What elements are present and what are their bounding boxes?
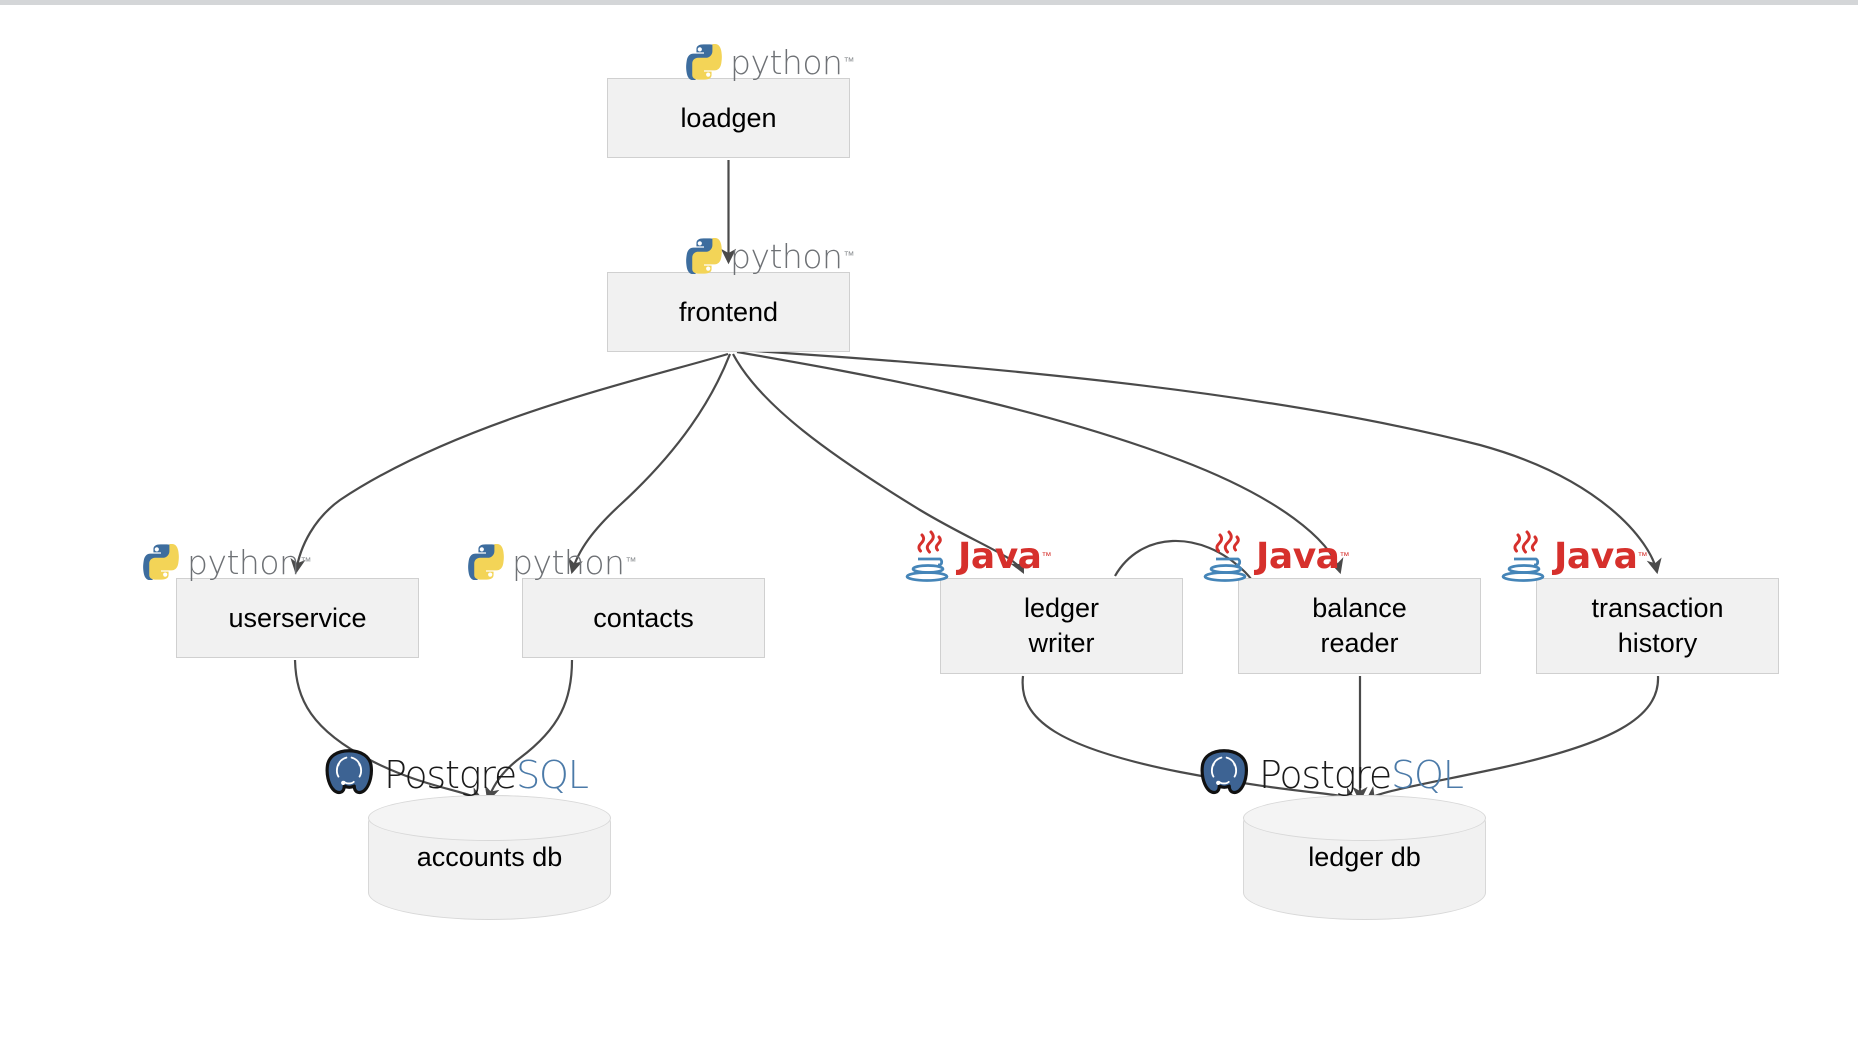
node-ledger-db-label: ledger db	[1308, 842, 1421, 872]
edge-frontend-balancereader	[736, 350, 1344, 575]
java-wordmark: Java	[958, 535, 1042, 577]
node-transaction-history-label: transaction history	[1591, 593, 1724, 658]
edge-contacts-accountsdb	[484, 659, 574, 803]
edge-frontend-ledgerwriter	[732, 353, 1024, 574]
python-logo-frontend: python ™	[683, 235, 854, 277]
java-trademark: ™	[1041, 550, 1052, 562]
postgres-logo-accounts-db: PostgreSQL	[320, 748, 589, 802]
python-trademark: ™	[843, 56, 855, 68]
python-snake-icon	[686, 43, 722, 81]
java-wordmark: Java	[1256, 535, 1340, 577]
node-ledger-writer-label: ledger writer	[1023, 593, 1100, 658]
java-logo-ledger-writer: Java ™	[905, 530, 1051, 582]
python-logo-loadgen: python ™	[683, 41, 854, 83]
postgres-wordmark-dark: Postgre	[1259, 753, 1392, 797]
node-ledger-db[interactable]: ledger db	[1243, 795, 1486, 920]
java-wordmark: Java	[1554, 535, 1638, 577]
edge-transactionhistory-ledgerdb	[1365, 675, 1660, 802]
python-wordmark: python	[187, 542, 300, 582]
java-logo-transaction-history: Java ™	[1501, 530, 1647, 582]
node-userservice[interactable]: userservice	[176, 578, 419, 658]
java-cup-icon	[1203, 530, 1247, 582]
node-loadgen[interactable]: loadgen	[607, 78, 850, 158]
node-userservice-label: userservice	[228, 602, 367, 633]
node-accounts-db[interactable]: accounts db	[368, 795, 611, 920]
edge-frontend-userservice	[290, 352, 729, 575]
node-accounts-db-label: accounts db	[416, 842, 563, 872]
postgres-wordmark: PostgreSQL	[1259, 753, 1464, 797]
python-wordmark: python	[730, 236, 843, 276]
node-transaction-history[interactable]: transaction history	[1536, 578, 1779, 674]
python-trademark: ™	[843, 250, 855, 262]
edge-userservice-accountsdb	[293, 659, 484, 801]
java-trademark: ™	[1637, 550, 1648, 562]
python-trademark: ™	[300, 556, 312, 568]
node-contacts-label: contacts	[593, 602, 694, 633]
node-frontend-label: frontend	[678, 296, 779, 327]
python-wordmark: python	[730, 42, 843, 82]
node-contacts[interactable]: contacts	[522, 578, 765, 658]
python-snake-icon	[686, 237, 722, 275]
edge-ledgerwriter-ledgerdb	[1021, 675, 1357, 802]
postgres-logo-ledger-db: PostgreSQL	[1195, 748, 1464, 802]
postgres-wordmark-blue: SQL	[1391, 753, 1464, 797]
postgres-wordmark-blue: SQL	[516, 753, 589, 797]
java-cup-icon	[1501, 530, 1545, 582]
python-wordmark: python	[512, 542, 625, 582]
python-snake-icon	[143, 543, 179, 581]
postgres-wordmark: PostgreSQL	[384, 753, 589, 797]
edge-frontend-transactionhistory	[739, 348, 1662, 575]
postgres-wordmark-dark: Postgre	[384, 753, 517, 797]
python-logo-userservice: python ™	[140, 541, 311, 583]
python-snake-icon	[468, 543, 504, 581]
postgres-elephant-icon	[1200, 749, 1248, 795]
top-divider-bar	[0, 0, 1858, 5]
python-logo-contacts: python ™	[465, 541, 636, 583]
node-ledger-writer[interactable]: ledger writer	[940, 578, 1183, 674]
postgres-elephant-icon	[325, 749, 373, 795]
java-cup-icon	[905, 530, 949, 582]
node-loadgen-label: loadgen	[680, 102, 777, 133]
node-balance-reader-label: balance reader	[1312, 593, 1407, 658]
node-frontend[interactable]: frontend	[607, 272, 850, 352]
edge-frontend-contacts	[568, 353, 732, 575]
java-trademark: ™	[1339, 550, 1350, 562]
node-balance-reader[interactable]: balance reader	[1238, 578, 1481, 674]
python-trademark: ™	[625, 556, 637, 568]
java-logo-balance-reader: Java ™	[1203, 530, 1349, 582]
